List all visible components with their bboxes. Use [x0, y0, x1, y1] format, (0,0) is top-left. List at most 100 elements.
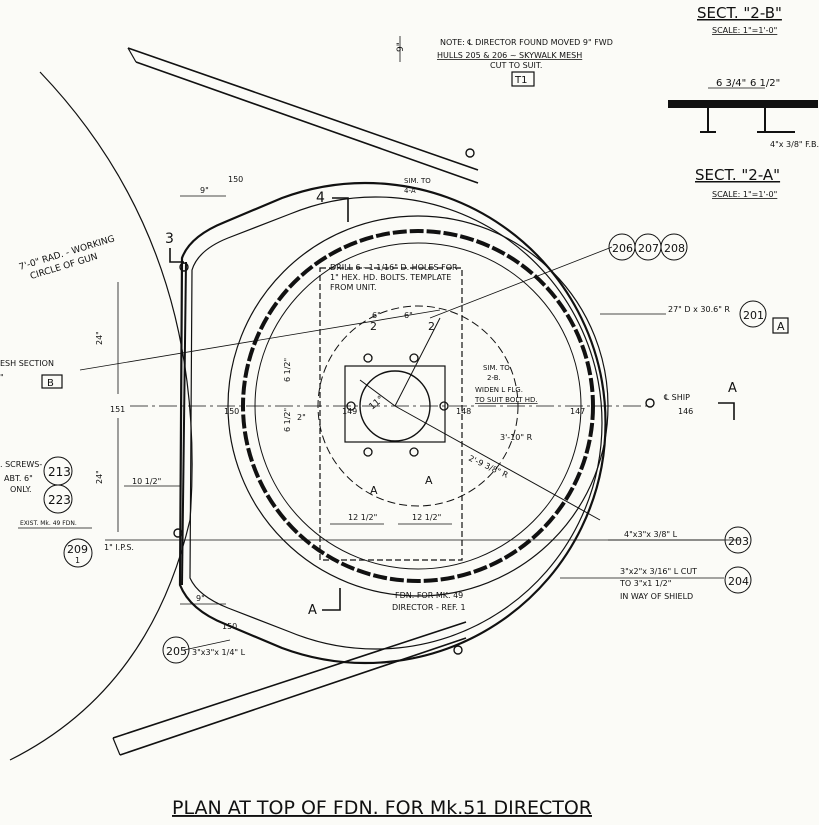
- tag-a: A: [777, 320, 785, 333]
- svg-text:9": 9": [200, 186, 209, 195]
- callout-223: 223: [43, 484, 73, 514]
- fdn-mk49-label: FDN. FOR MK. 49 DIRECTOR - REF. 1: [392, 591, 466, 612]
- svg-text:6": 6": [372, 311, 381, 320]
- svg-text:6": 6": [404, 311, 413, 320]
- callout-208: 208: [660, 233, 688, 261]
- svg-text:207: 207: [638, 242, 659, 255]
- svg-text:WIDEN L FLG.: WIDEN L FLG.: [475, 386, 523, 394]
- callout-213: 213: [43, 456, 73, 486]
- svg-text:150: 150: [228, 175, 243, 184]
- svg-text:ONLY.: ONLY.: [10, 485, 31, 494]
- callout-207: 207: [634, 233, 662, 261]
- svg-text:205: 205: [166, 645, 187, 658]
- svg-text:TO 3"x1 1/2": TO 3"x1 1/2": [619, 579, 671, 588]
- svg-text:206: 206: [612, 242, 633, 255]
- svg-text:DRILL 6 - 1 1/16" D. HOLES FOR: DRILL 6 - 1 1/16" D. HOLES FOR: [330, 263, 458, 272]
- svg-text:CUT TO SUIT.: CUT TO SUIT.: [490, 61, 542, 70]
- svg-text:6 1/2": 6 1/2": [750, 78, 780, 89]
- callout-206: 206: [608, 233, 636, 261]
- svg-text:146: 146: [678, 407, 693, 416]
- svg-text:149: 149: [342, 407, 357, 416]
- svg-text:201: 201: [743, 309, 764, 322]
- gun-working-circle-arc: [9, 71, 193, 761]
- director-base-box: [344, 365, 446, 443]
- svg-text:10 1/2": 10 1/2": [132, 477, 161, 486]
- svg-text:3"x2"x 3/16" L CUT: 3"x2"x 3/16" L CUT: [620, 567, 697, 576]
- section-2b-title: SECT. "2-B": [697, 4, 782, 22]
- svg-text:151: 151: [110, 405, 125, 414]
- svg-text:IN WAY OF SHIELD: IN WAY OF SHIELD: [620, 592, 693, 601]
- svg-text:6 1/2": 6 1/2": [283, 358, 292, 382]
- callout-201: 201: [739, 300, 767, 328]
- svg-text:4-A: 4-A: [404, 187, 416, 195]
- svg-text:HULLS 205 & 206 ~ SKYWALK MESH: HULLS 205 & 206 ~ SKYWALK MESH: [437, 51, 582, 60]
- svg-text:NOTE: ℄ DIRECTOR FOUND MOVED 9: NOTE: ℄ DIRECTOR FOUND MOVED 9" FWD: [440, 38, 613, 47]
- callout-203: 203: [724, 526, 752, 554]
- svg-text:6 1/2": 6 1/2": [283, 408, 292, 432]
- svg-text:DIRECTOR - REF. 1: DIRECTOR - REF. 1: [392, 603, 466, 612]
- foundation-outline-inner: [189, 196, 603, 650]
- svg-text:6 3/4": 6 3/4": [716, 78, 746, 89]
- gun-radius-label: 7'-0" RAD. - WORKING CIRCLE OF GUN: [18, 234, 116, 282]
- cut-204-note: 3"x2"x 3/16" L CUT TO 3"x1 1/2" IN WAY O…: [619, 567, 697, 601]
- section-arrow-a-bottom: A: [308, 588, 341, 618]
- director-frame: [319, 267, 463, 561]
- skywalk-lower-strap: [112, 621, 467, 756]
- screws-note: . SCREWS-: [0, 460, 42, 469]
- section-arrow-3: 3: [165, 231, 184, 263]
- skywalk-upper-strap: [127, 47, 479, 184]
- svg-text:SIM. TO: SIM. TO: [404, 177, 431, 185]
- svg-text:": ": [0, 373, 4, 382]
- svg-text:A: A: [308, 603, 317, 618]
- svg-text:2: 2: [428, 320, 435, 333]
- svg-text:148: 148: [456, 407, 471, 416]
- svg-text:FDN. FOR MK. 49: FDN. FOR MK. 49: [395, 591, 463, 600]
- svg-text:3'-10" R: 3'-10" R: [500, 433, 533, 442]
- svg-text:2: 2: [370, 320, 377, 333]
- svg-text:203: 203: [728, 535, 749, 548]
- svg-text:223: 223: [48, 493, 71, 507]
- ring-heavy: [241, 229, 595, 583]
- section-2a-title: SECT. "2-A": [695, 166, 780, 184]
- svg-text:1: 1: [75, 556, 80, 565]
- svg-text:4"x 3/8" F.B.: 4"x 3/8" F.B.: [770, 140, 819, 149]
- ship-centerline-label: ℄ SHIP: [664, 393, 690, 402]
- svg-text:TO SUIT BOLT HD.: TO SUIT BOLT HD.: [474, 396, 538, 404]
- svg-text:A: A: [370, 484, 378, 497]
- callout-204: 204: [724, 566, 752, 594]
- svg-text:24": 24": [95, 331, 104, 345]
- svg-text:4: 4: [316, 190, 325, 206]
- svg-text:2": 2": [297, 413, 306, 422]
- svg-text:9": 9": [196, 594, 205, 603]
- mesh-section-tag: B: [47, 378, 54, 389]
- svg-text:208: 208: [664, 242, 685, 255]
- svg-text:150: 150: [222, 622, 237, 631]
- dim-top: 9": [396, 42, 406, 52]
- callout-205: 205: [162, 636, 190, 664]
- svg-text:3: 3: [165, 231, 174, 247]
- ring-radius-label: 27" D x 30.6" R: [668, 305, 730, 314]
- svg-text:150: 150: [224, 407, 239, 416]
- svg-text:ABT. 6": ABT. 6": [4, 474, 33, 483]
- svg-text:209: 209: [67, 543, 88, 556]
- drawing-title: PLAN AT TOP OF FDN. FOR Mk.51 DIRECTOR: [172, 797, 592, 819]
- angle-203-label: 4"x3"x 3/8" L: [624, 530, 678, 539]
- svg-text:A: A: [425, 474, 433, 487]
- section-2a-scale: SCALE: 1"=1'-0": [712, 190, 777, 199]
- svg-text:FROM UNIT.: FROM UNIT.: [330, 283, 377, 292]
- drill-note: DRILL 6 - 1 1/16" D. HOLES FOR 1" HEX. H…: [330, 263, 458, 292]
- svg-text:2-B.: 2-B.: [487, 374, 501, 382]
- svg-text:SIM. TO: SIM. TO: [483, 364, 510, 372]
- director-note: NOTE: ℄ DIRECTOR FOUND MOVED 9" FWD HULL…: [437, 38, 613, 87]
- section-arrow-4: 4: [316, 190, 349, 222]
- svg-text:204: 204: [728, 575, 749, 588]
- svg-text:T1: T1: [514, 75, 527, 86]
- svg-text:12 1/2": 12 1/2": [412, 513, 441, 522]
- angle-205-label: 3"x3"x 1/4" L: [192, 648, 246, 657]
- svg-text:1" HEX. HD. BOLTS. TEMPLATE: 1" HEX. HD. BOLTS. TEMPLATE: [330, 273, 451, 282]
- svg-text:24": 24": [95, 470, 104, 484]
- mesh-section-label: ESH SECTION: [0, 359, 54, 368]
- section-2b-scale: SCALE: 1"=1'-0": [712, 26, 777, 35]
